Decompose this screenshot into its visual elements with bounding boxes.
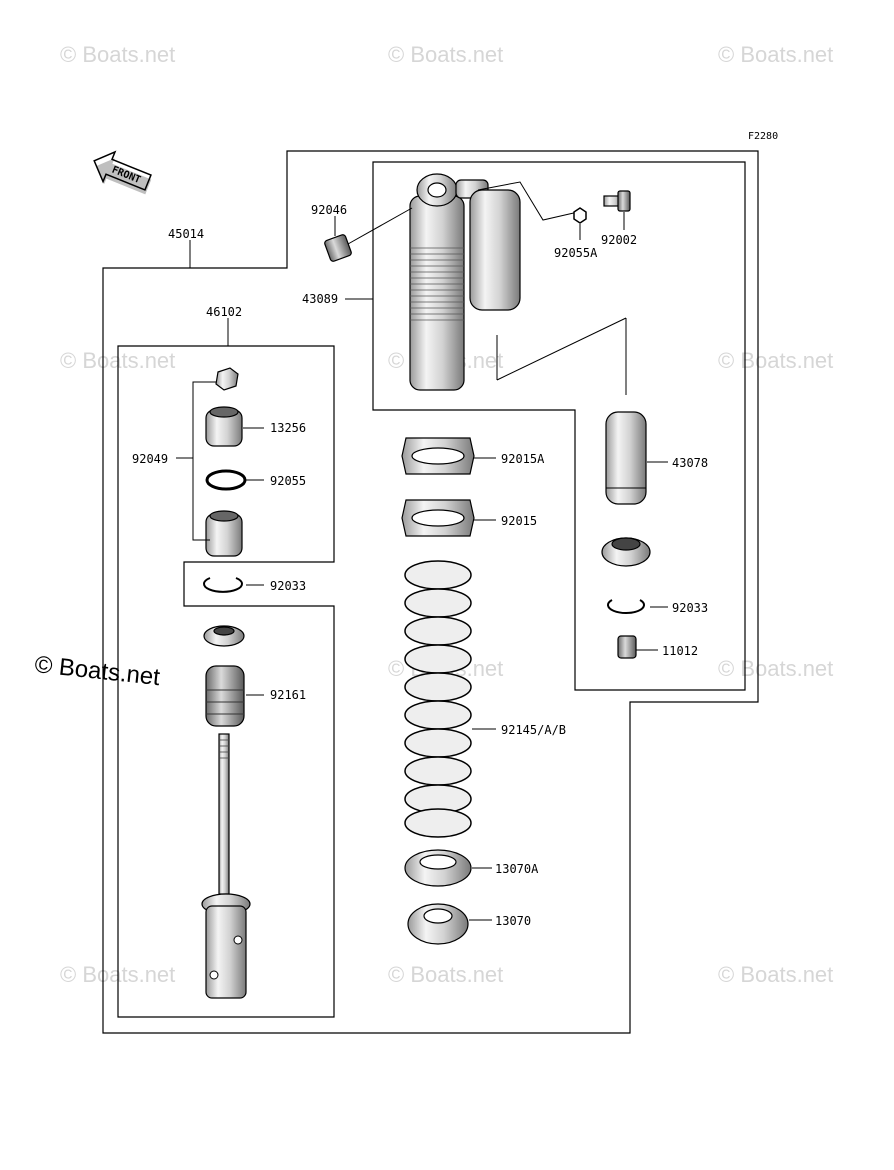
label-11012: 11012 — [662, 644, 698, 658]
label-13070: 13070 — [495, 914, 531, 928]
figure-code: F2280 — [748, 131, 778, 142]
label-92015A: 92015A — [501, 452, 545, 466]
rod-group-frame-46102 — [117, 345, 335, 1018]
coil-spring-92145 — [404, 560, 472, 838]
label-13070A: 13070A — [495, 862, 539, 876]
label-92161: 92161 — [270, 688, 306, 702]
bump-stop-seat — [203, 625, 245, 647]
spring-guide-13070 — [407, 903, 469, 945]
piston-rod — [201, 733, 251, 999]
bladder-43078 — [605, 411, 647, 505]
shock-body-43089 — [409, 173, 579, 391]
label-92033-left: 92033 — [270, 579, 306, 593]
circlip-92033-right — [607, 599, 645, 614]
spring-seat-92015A — [401, 437, 475, 475]
bushing-92046 — [324, 234, 352, 262]
label-92033-right: 92033 — [672, 601, 708, 615]
oring-92055A — [573, 207, 587, 224]
watermark: © Boats.net — [388, 962, 503, 987]
circlip-92033-left — [203, 577, 243, 593]
collar-13256 — [205, 406, 243, 447]
part-labels: 45014 92046 43089 92055A 92002 46102 132… — [132, 203, 708, 928]
label-92046: 92046 — [311, 203, 347, 217]
watermark: © Boats.net — [718, 42, 833, 67]
reservoir-cap — [601, 537, 651, 567]
watermark: © Boats.net — [718, 962, 833, 987]
valve-11012 — [617, 635, 637, 659]
spring-guide-13070A — [404, 849, 472, 887]
bolt-92002 — [603, 190, 631, 212]
watermark-dark: © Boats.net — [33, 651, 161, 691]
collar-lower — [205, 510, 243, 557]
watermark: © Boats.net — [718, 348, 833, 373]
label-43078: 43078 — [672, 456, 708, 470]
label-92055A: 92055A — [554, 246, 598, 260]
label-92055: 92055 — [270, 474, 306, 488]
label-13256: 13256 — [270, 421, 306, 435]
body-group-frame — [372, 161, 746, 691]
label-92049: 92049 — [132, 452, 168, 466]
lock-nut-92015 — [401, 499, 475, 537]
oring-92055 — [205, 469, 247, 491]
watermark: © Boats.net — [718, 656, 833, 681]
front-arrow-icon: FRONT — [93, 150, 152, 195]
assembly-frame-45014 — [102, 150, 759, 1034]
label-92002: 92002 — [601, 233, 637, 247]
label-92145: 92145/A/B — [501, 723, 566, 737]
bump-rubber-92161 — [205, 665, 245, 727]
watermark: © Boats.net — [60, 42, 175, 67]
watermark: © Boats.net — [388, 42, 503, 67]
label-45014: 45014 — [168, 227, 204, 241]
label-43089: 43089 — [302, 292, 338, 306]
label-92015: 92015 — [501, 514, 537, 528]
nut-icon — [215, 367, 239, 391]
label-46102: 46102 — [206, 305, 242, 319]
